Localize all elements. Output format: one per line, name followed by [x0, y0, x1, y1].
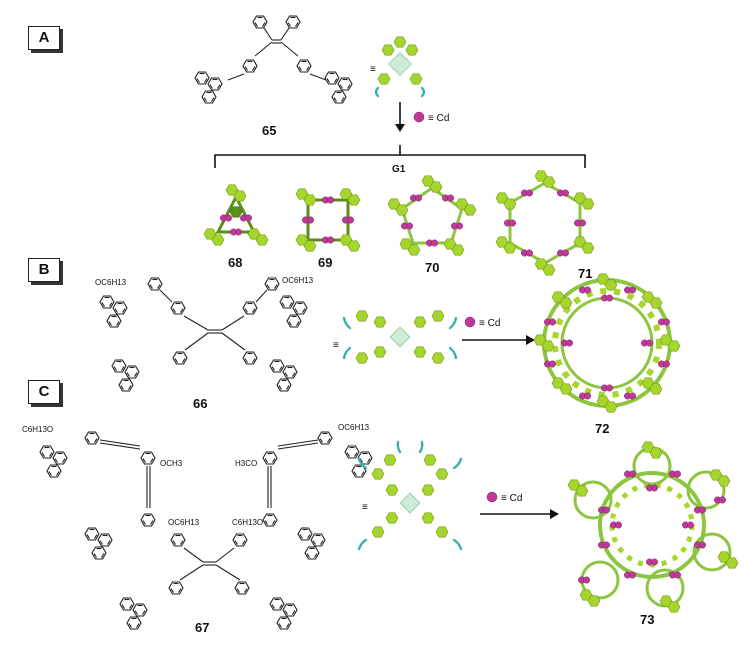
compound-label-67: 67 — [195, 620, 209, 635]
ring-69-square — [296, 189, 360, 251]
substituent-c-methoxy-right: H3CO — [235, 459, 257, 468]
ligand-67-structure — [40, 431, 372, 629]
compound-label-66: 66 — [193, 396, 207, 411]
compound-label-68: 68 — [228, 255, 242, 270]
equivalence-sign-c: ≡ — [362, 502, 368, 513]
panel-label-a: A — [28, 26, 60, 50]
compound-label-69: 69 — [318, 255, 332, 270]
cd-legend-a: ≡ Cd — [428, 113, 449, 124]
panel-label-c: C — [28, 380, 60, 404]
ligand-65-structure — [195, 15, 352, 103]
product-72-cage — [534, 274, 680, 412]
ligand-67-cartoon — [357, 440, 463, 551]
ring-68-triangle — [204, 185, 268, 245]
cd-legend-b: ≡ Cd — [479, 318, 500, 329]
ring-71-hexagon — [496, 171, 594, 275]
compound-label-73: 73 — [640, 612, 654, 627]
compound-label-71: 71 — [578, 266, 592, 281]
cd-legend-icon-b — [464, 316, 476, 328]
ring-70-pentagon — [388, 176, 476, 255]
ligand-65-cartoon — [374, 36, 426, 98]
compound-label-65: 65 — [262, 123, 276, 138]
substituent-c-topright: OC6H13 — [338, 423, 370, 432]
substituent-c-midright: C6H13O — [232, 518, 263, 527]
ligand-66-cartoon — [342, 310, 458, 364]
ligand-66-structure — [100, 277, 307, 391]
substituent-c-methoxy-left: OCH3 — [160, 459, 183, 468]
compound-label-70: 70 — [425, 260, 439, 275]
group-label-g1: G1 — [392, 164, 406, 175]
equivalence-sign-b: ≡ — [333, 340, 339, 351]
product-73-cage — [568, 442, 738, 612]
equivalence-sign-a: ≡ — [370, 64, 376, 75]
substituent-b-left: OC6H13 — [95, 278, 127, 287]
cd-legend-icon-a — [413, 111, 425, 123]
cd-legend-c: ≡ Cd — [501, 493, 522, 504]
substituent-c-midleft: OC6H13 — [168, 518, 200, 527]
compound-label-72: 72 — [595, 421, 609, 436]
cd-legend-icon-c — [486, 491, 498, 503]
substituent-c-topleft: C6H13O — [22, 425, 53, 434]
panel-label-b: B — [28, 258, 60, 282]
substituent-b-right: OC6H13 — [282, 276, 314, 285]
